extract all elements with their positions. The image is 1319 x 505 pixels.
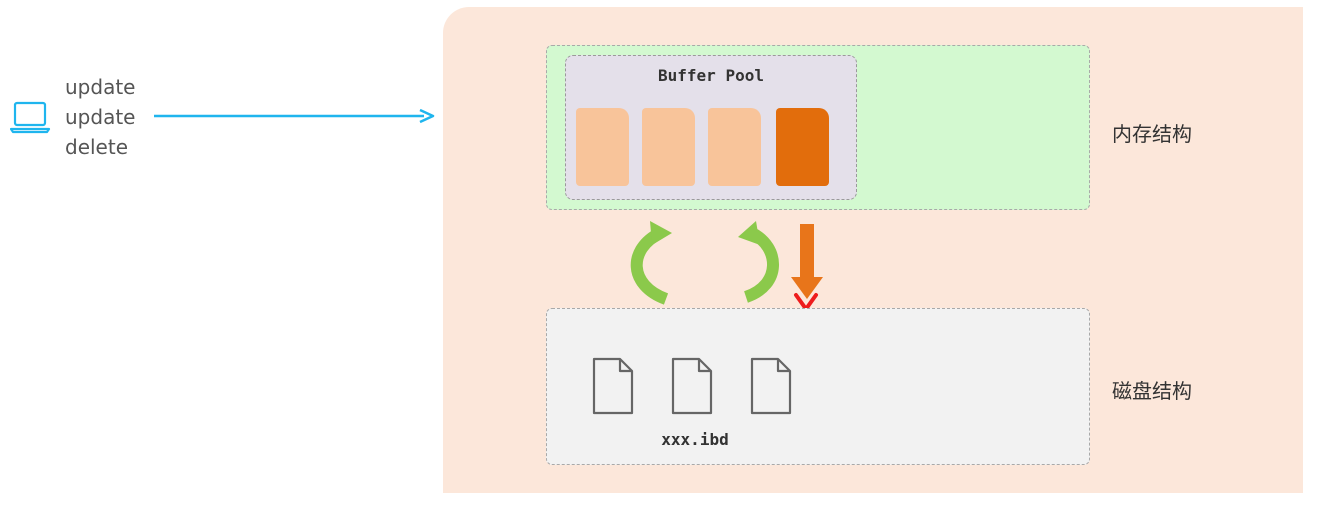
- ibd-file-label: xxx.ibd: [661, 430, 729, 449]
- request-arrow: [150, 104, 440, 128]
- file-icon: [671, 357, 713, 415]
- disk-region: [546, 308, 1090, 465]
- buffer-page-clean: [642, 108, 695, 186]
- sync-arrow-left-icon: [630, 221, 672, 305]
- io-arrows: [620, 215, 840, 335]
- memory-structure-label: 内存结构: [1112, 122, 1192, 146]
- buffer-page-clean: [576, 108, 629, 186]
- operation-item: update: [65, 75, 136, 99]
- buffer-page-clean: [708, 108, 761, 186]
- laptop-icon: [9, 100, 54, 136]
- disk-structure-label: 磁盘结构: [1112, 379, 1192, 403]
- buffer-pool-title: Buffer Pool: [658, 66, 764, 85]
- file-icon: [592, 357, 634, 415]
- operation-item: delete: [65, 135, 129, 159]
- operation-item: update: [65, 105, 136, 129]
- file-icon: [750, 357, 792, 415]
- buffer-page-dirty: [776, 108, 829, 186]
- sync-arrow-right-icon: [738, 221, 779, 303]
- flush-arrow-icon: [791, 224, 823, 299]
- client-operations: update update delete: [65, 72, 135, 162]
